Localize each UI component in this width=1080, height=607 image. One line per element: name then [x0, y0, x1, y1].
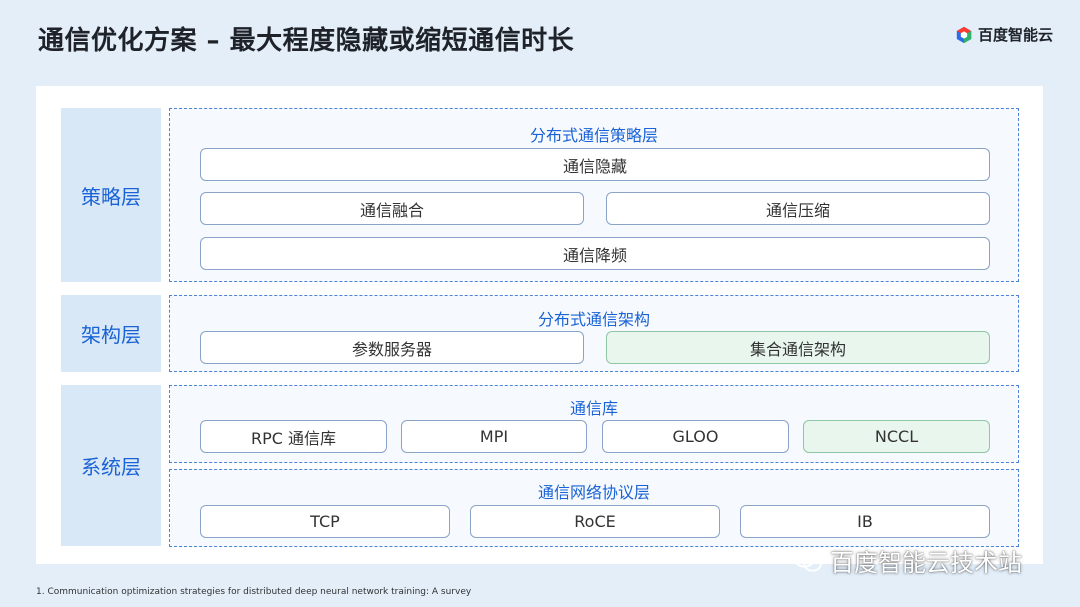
protocol-group-title: 通信网络协议层	[537, 483, 650, 502]
architecture-group-title: 分布式通信架构	[537, 310, 650, 329]
wechat-icon	[793, 548, 822, 572]
strategy-item-frequency-reduction: 通信降频	[200, 237, 990, 270]
architecture-item-collective: 集合通信架构	[606, 331, 990, 364]
logo-text: 百度智能云	[978, 26, 1054, 44]
strategy-group-title: 分布式通信策略层	[529, 126, 658, 145]
layer-label-system: 系统层	[61, 385, 161, 546]
protocol-item-ib: IB	[740, 505, 990, 538]
footnote: 1. Communication optimization strategies…	[36, 587, 472, 597]
architecture-diagram: 策略层 分布式通信策略层 通信隐藏 通信融合 通信压缩 通信降频 架构层 分布式…	[36, 86, 1043, 564]
page-title: 通信优化方案 – 最大程度隐藏或缩短通信时长	[38, 26, 575, 56]
watermark: 百度智能云技术站	[792, 543, 1022, 578]
library-item-mpi: MPI	[401, 420, 587, 453]
strategy-item-compression: 通信压缩	[606, 192, 990, 225]
library-group-title: 通信库	[569, 399, 618, 418]
protocol-group: 通信网络协议层 TCP RoCE IB	[169, 469, 1019, 547]
strategy-group: 分布式通信策略层 通信隐藏 通信融合 通信压缩 通信降频	[169, 108, 1019, 282]
strategy-item-fusion: 通信融合	[200, 192, 584, 225]
library-item-rpc: RPC 通信库	[200, 420, 387, 453]
architecture-item-parameter-server: 参数服务器	[200, 331, 584, 364]
baidu-cloud-hexagon-icon	[956, 26, 972, 43]
strategy-item-hiding: 通信隐藏	[200, 148, 990, 181]
library-item-nccl: NCCL	[803, 420, 990, 453]
library-group: 通信库 RPC 通信库 MPI GLOO NCCL	[169, 385, 1019, 463]
protocol-item-roce: RoCE	[470, 505, 720, 538]
layer-label-strategy: 策略层	[61, 108, 161, 282]
brand-logo: 百度智能云	[955, 24, 1053, 45]
watermark-text: 百度智能云技术站	[830, 549, 1022, 577]
protocol-item-tcp: TCP	[200, 505, 450, 538]
library-item-gloo: GLOO	[602, 420, 789, 453]
architecture-group: 分布式通信架构 参数服务器 集合通信架构	[169, 295, 1019, 372]
layer-label-architecture: 架构层	[61, 295, 161, 372]
